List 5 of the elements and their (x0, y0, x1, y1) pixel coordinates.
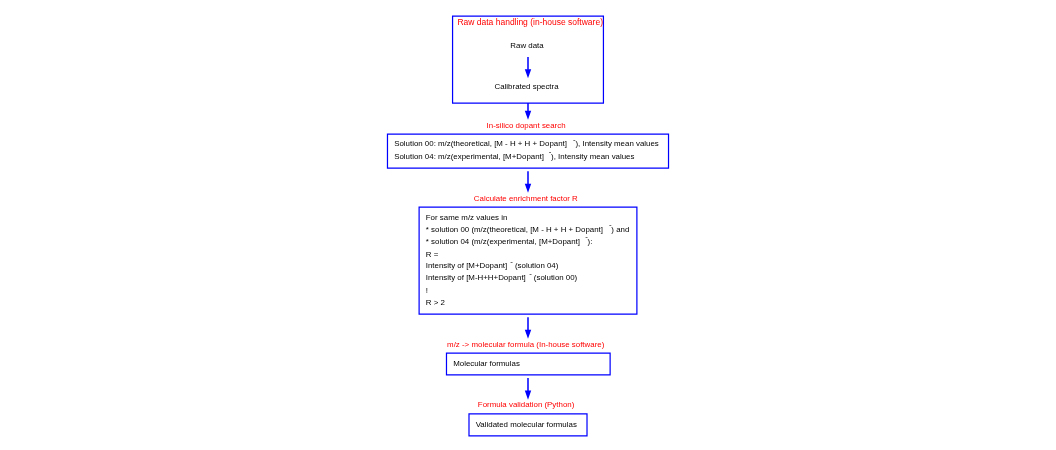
arrow (524, 316, 532, 339)
arrow (524, 102, 532, 120)
arrow (524, 170, 532, 193)
arrow (524, 56, 532, 79)
arrow (524, 377, 532, 400)
